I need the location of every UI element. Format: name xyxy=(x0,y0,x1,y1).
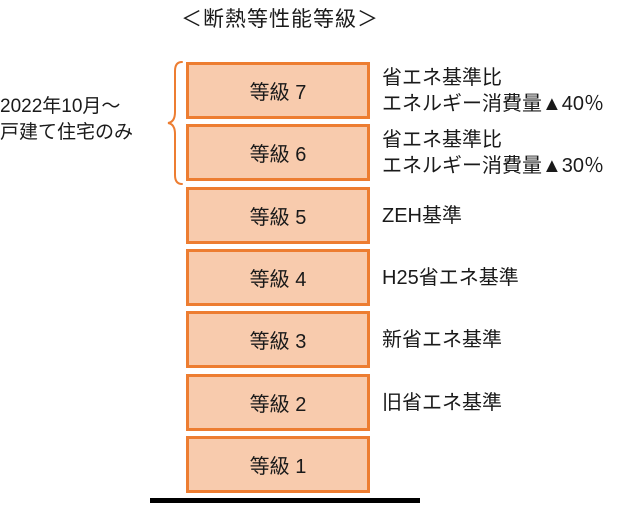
grade-description: 省エネ基準比 エネルギー消費量▲30％ xyxy=(382,124,640,181)
ground-line xyxy=(150,498,420,503)
grade-row: 等級 5 ZEH基準 xyxy=(0,187,640,244)
grade-row: 等級 7 省エネ基準比 エネルギー消費量▲40％ xyxy=(0,62,640,119)
grade-label: 等級 2 xyxy=(249,394,307,416)
grade-label: 等級 6 xyxy=(249,144,307,166)
grade-box: 等級 5 xyxy=(186,187,370,244)
grade-description-line: 省エネ基準比 xyxy=(382,66,502,89)
grade-label: 等級 7 xyxy=(249,82,307,104)
curly-brace-icon xyxy=(167,61,183,185)
grade-row: 等級 2 旧省エネ基準 xyxy=(0,374,640,431)
grade-description: ZEH基準 xyxy=(382,187,640,244)
grade-label: 等級 3 xyxy=(249,331,307,353)
annotation-line-1: 2022年10月〜 xyxy=(0,96,121,117)
grade-description-line: 省エネ基準比 xyxy=(382,128,502,151)
annotation-2022-note: 2022年10月〜 戸建て住宅のみ xyxy=(0,94,164,146)
grade-box: 等級 1 xyxy=(186,436,370,493)
grade-label: 等級 4 xyxy=(249,269,307,291)
diagram-title: ＜断熱等性能等級＞ xyxy=(181,8,379,31)
grade-row: 等級 3 新省エネ基準 xyxy=(0,311,640,368)
grade-row: 等級 1 xyxy=(0,436,640,493)
grade-description-line: エネルギー消費量▲40％ xyxy=(382,92,605,115)
grade-row: 等級 4 H25省エネ基準 xyxy=(0,249,640,306)
grade-box: 等級 3 xyxy=(186,311,370,368)
grade-box: 等級 4 xyxy=(186,249,370,306)
grade-description-line: H25省エネ基準 xyxy=(382,266,519,289)
grade-description-line: 旧省エネ基準 xyxy=(382,391,502,414)
grade-box: 等級 7 xyxy=(186,62,370,119)
grade-description: 旧省エネ基準 xyxy=(382,374,640,431)
grade-box: 等級 6 xyxy=(186,124,370,181)
grade-row: 等級 6 省エネ基準比 エネルギー消費量▲30％ xyxy=(0,124,640,181)
grade-label: 等級 1 xyxy=(249,456,307,478)
annotation-line-2: 戸建て住宅のみ xyxy=(0,122,134,143)
grade-description: H25省エネ基準 xyxy=(382,249,640,306)
grade-description-line: ZEH基準 xyxy=(382,204,462,227)
grade-description-line: エネルギー消費量▲30％ xyxy=(382,154,605,177)
grade-description: 新省エネ基準 xyxy=(382,311,640,368)
grade-label: 等級 5 xyxy=(249,207,307,229)
grade-description xyxy=(382,436,640,493)
grade-description-line: 新省エネ基準 xyxy=(382,328,502,351)
grade-box: 等級 2 xyxy=(186,374,370,431)
grade-description: 省エネ基準比 エネルギー消費量▲40％ xyxy=(382,62,640,119)
